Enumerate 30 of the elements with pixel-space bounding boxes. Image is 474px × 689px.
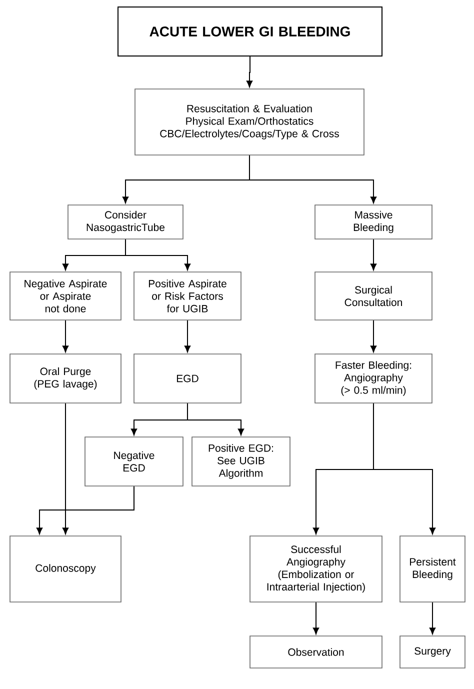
process-box: Negative EGD [84,436,184,486]
process-box: EGD [134,354,242,404]
arrow [187,402,244,436]
arrow [373,402,436,534]
arrow [312,602,320,634]
process-box: Negative Aspirate or Aspirate not done [10,272,122,320]
process-box: Surgical Consultation [314,272,432,320]
process-box: Surgery [400,636,466,668]
process-box: Successful Angiography (Embolization or Intraarterial Injection) [250,536,382,602]
arrow [246,56,253,88]
arrow [370,320,377,352]
process-box: Positive EGD: See UGIB Algorithm [192,436,290,486]
arrow [125,238,191,270]
process-box: Persistent Bleeding [400,536,466,602]
arrow [249,154,377,204]
process-box: Oral Purge (PEG lavage) [10,354,122,404]
arrow [36,486,134,534]
process-box: Observation [250,636,382,668]
arrow [370,238,377,270]
process-box: Consider NasogastricTube [68,204,184,240]
arrow [184,320,191,352]
process-box: Massive Bleeding [314,204,432,240]
process-box: Resuscitation & Evaluation Physical Exam/Orthostatics CBC/Electrolytes/Coags/Type & Cross [134,88,364,156]
title-box: ACUTE LOWER GI BLEEDING [118,6,382,56]
process-box: Faster Bleeding: Angiography (> 0.5 ml/min) [314,354,432,404]
arrow [429,602,436,634]
process-box: Positive Aspirate or Risk Factors for UGIB [134,272,242,320]
arrow [62,402,69,534]
process-box: Colonoscopy [10,536,122,602]
arrow [62,320,69,352]
